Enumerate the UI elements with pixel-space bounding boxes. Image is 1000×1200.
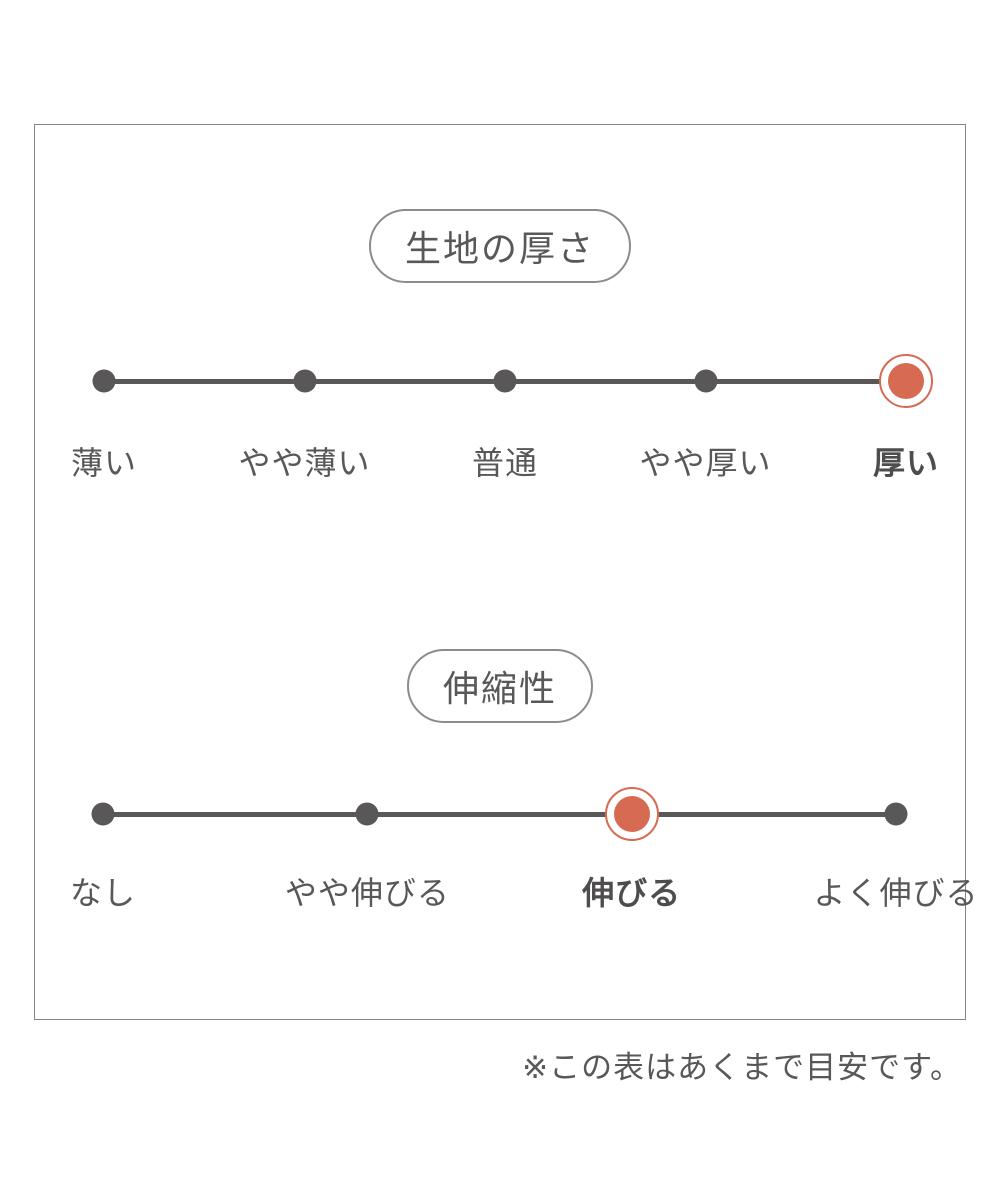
stretch-label-somewhat-stretchy: やや伸びる [284, 874, 450, 912]
thickness-section-title: 生地の厚さ [368, 209, 632, 283]
thickness-label-thin: 薄い [70, 444, 138, 482]
thickness-label-somewhat-thin: やや薄い [238, 444, 371, 482]
stretch-dot-somewhat-stretchy [355, 802, 379, 826]
stretch-dot-very-stretchy [884, 802, 908, 826]
disclaimer-note: ※この表はあくまで目安です。 [522, 1050, 962, 1086]
thickness-selected-marker-thick [879, 354, 933, 408]
thickness-dot-normal [493, 369, 517, 393]
stretch-scale-line [103, 811, 896, 817]
thickness-dot-somewhat-thick [694, 369, 717, 393]
guide-panel: 生地の厚さ 薄い やや薄い 普通 やや厚い 厚い 伸縮性 なし [34, 124, 978, 1020]
thickness-label-normal: 普通 [471, 444, 539, 482]
stretch-section-title: 伸縮性 [406, 649, 594, 723]
stretch-dot-none [91, 802, 115, 826]
thickness-dot-thin [92, 369, 116, 393]
stretch-label-stretchy: 伸びる [582, 874, 682, 912]
thickness-dot-somewhat-thin [293, 369, 316, 393]
stretch-selected-marker-stretchy [604, 787, 659, 841]
thickness-label-thick: 厚い [872, 444, 940, 482]
stretch-label-very-stretchy: よく伸びる [813, 874, 979, 912]
thickness-label-somewhat-thick: やや厚い [639, 444, 772, 482]
stretch-label-none: なし [69, 874, 137, 912]
